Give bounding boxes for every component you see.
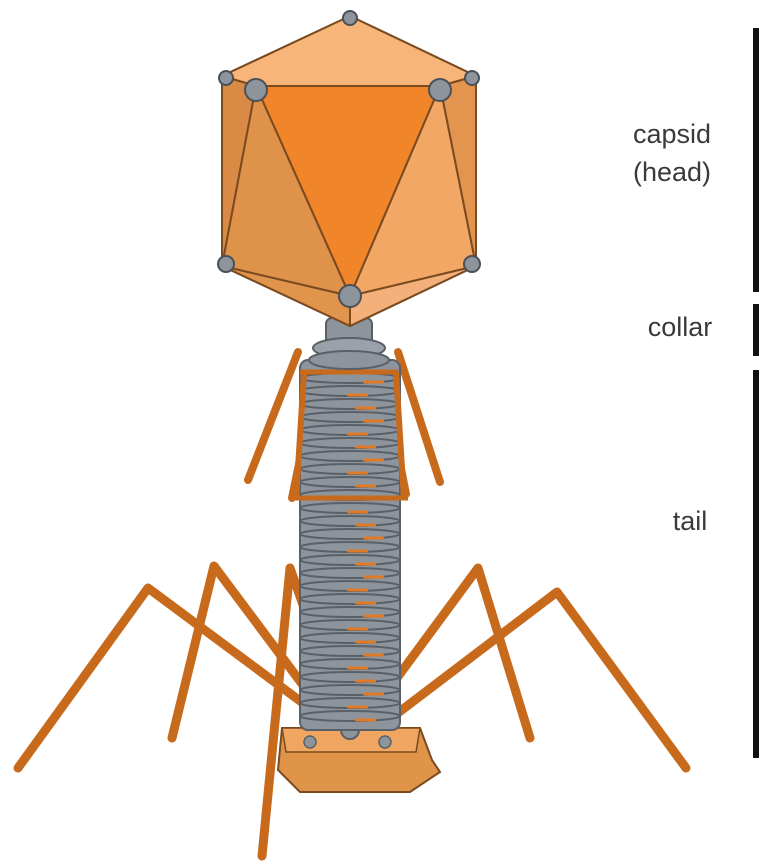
capsid-label: capsid xyxy=(633,119,711,149)
capsid-head xyxy=(218,11,480,326)
tail-label: tail xyxy=(673,506,708,536)
whisker-left-outer xyxy=(248,352,298,480)
tail-sheath xyxy=(294,360,408,730)
collar-label: collar xyxy=(648,312,713,342)
head-label: (head) xyxy=(633,157,711,187)
base-plate xyxy=(278,721,440,792)
